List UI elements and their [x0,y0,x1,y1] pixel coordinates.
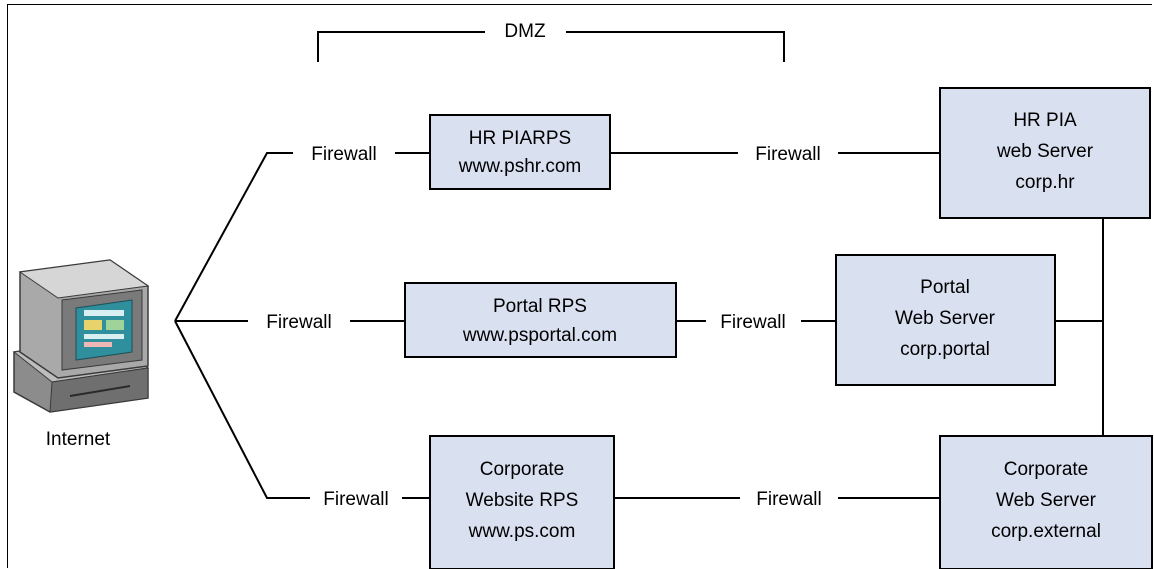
portal-web-line-3: corp.portal [900,339,990,360]
portal-rps-line-1: Portal RPS [493,296,587,317]
corp-web-line-1: Corporate [1004,459,1089,480]
corp-rps-box: Corporate Website RPS www.ps.com [429,435,615,569]
hr-pia-line-2: web Server [996,141,1094,162]
diagram-frame [7,4,1152,568]
dmz-label: DMZ [504,21,546,42]
firewall-label-corp-out: Firewall [756,489,821,510]
portal-web-server-box: Portal Web Server corp.portal [835,254,1056,386]
computer-icon [12,259,150,413]
dmz-bracket: DMZ [317,21,785,62]
hr-rps-line-1: HR PIARPS [469,128,571,149]
corp-web-line-3: corp.external [991,521,1101,542]
corp-web-line-2: Web Server [996,490,1097,511]
hr-rps-box: HR PIARPS www.pshr.com [429,114,611,190]
corp-rps-line-3: www.ps.com [468,521,576,542]
firewall-label-hr-out: Firewall [755,144,820,165]
corp-rps-line-2: Website RPS [466,490,579,511]
portal-web-line-1: Portal [920,277,970,298]
internet-label: Internet [46,429,111,450]
firewall-label-portal-in: Firewall [266,312,331,333]
hr-rps-line-2: www.pshr.com [458,156,581,177]
portal-rps-line-2: www.psportal.com [462,325,617,346]
portal-rps-box: Portal RPS www.psportal.com [404,282,677,358]
hr-pia-line-1: HR PIA [1013,110,1077,131]
hr-pia-server-box: HR PIA web Server corp.hr [939,87,1151,219]
firewall-label-portal-out: Firewall [720,312,785,333]
portal-web-line-2: Web Server [895,308,996,329]
firewall-label-hr-in: Firewall [311,144,376,165]
firewall-label-corp-in: Firewall [323,489,388,510]
corp-rps-line-1: Corporate [480,459,565,480]
connection-lines [174,152,1104,499]
hr-pia-line-3: corp.hr [1015,172,1075,193]
corp-web-server-box: Corporate Web Server corp.external [939,435,1153,569]
